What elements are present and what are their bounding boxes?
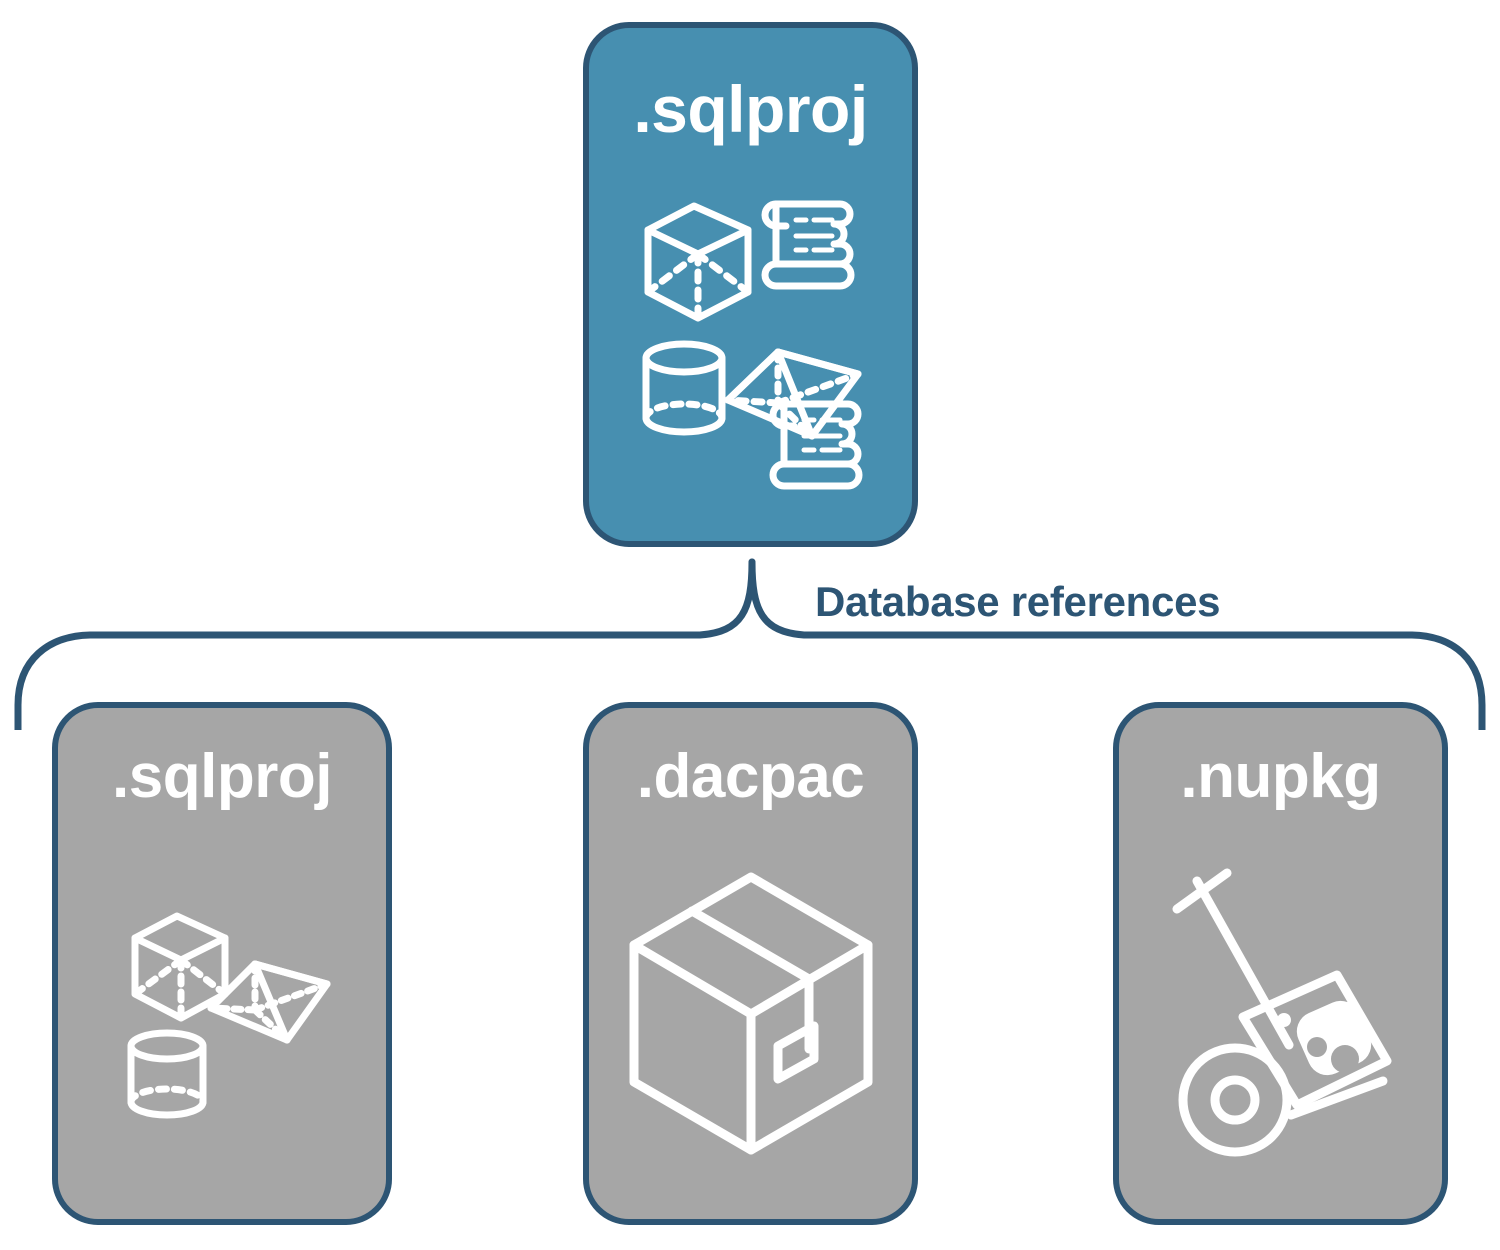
- cube-wireframe-icon: [131, 912, 228, 1022]
- scroll-document-icon-top: [761, 200, 854, 289]
- hand-truck-package-icon: [1172, 868, 1391, 1156]
- nupkg-icon-group: [1119, 808, 1442, 1219]
- card-title-sqlproj-child: .sqlproj: [112, 742, 332, 811]
- card-nupkg[interactable]: .nupkg: [1113, 702, 1448, 1225]
- card-sqlproj-child[interactable]: .sqlproj: [52, 702, 392, 1225]
- package-box-icon: [629, 872, 872, 1155]
- parent-icon-group: [589, 142, 912, 541]
- card-dacpac[interactable]: .dacpac: [583, 702, 918, 1225]
- card-title-sqlproj-parent: .sqlproj: [633, 72, 868, 146]
- cylinder-wireframe-icon: [127, 1029, 206, 1119]
- card-title-dacpac: .dacpac: [636, 742, 865, 811]
- card-sqlproj-parent[interactable]: .sqlproj: [583, 22, 918, 547]
- cube-wireframe-icon: [644, 202, 751, 321]
- bracket-label-database-references: Database references: [815, 578, 1221, 625]
- cylinder-wireframe-icon: [642, 340, 725, 435]
- sqlproj-child-icon-group: [58, 808, 386, 1219]
- scroll-document-icon-bottom: [769, 400, 862, 489]
- card-title-nupkg: .nupkg: [1180, 742, 1381, 811]
- dacpac-icon-group: [589, 808, 912, 1219]
- pyramid-wireframe-icon: [207, 960, 330, 1044]
